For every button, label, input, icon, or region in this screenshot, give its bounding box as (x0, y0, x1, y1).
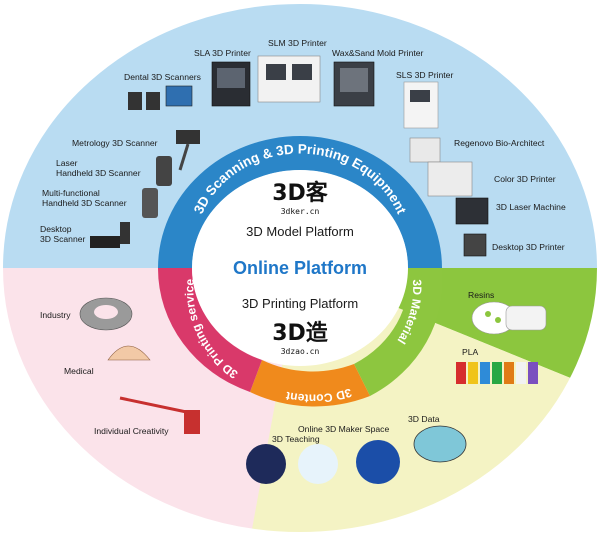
label-sla-printer: SLA 3D Printer (194, 48, 251, 58)
label-laser: Laser (56, 158, 78, 168)
sla-printer-illustration (211, 61, 251, 107)
desktop-printer-illustration (463, 233, 487, 257)
resins-illustration (471, 301, 547, 335)
bio-architect-illustration (409, 137, 441, 163)
wax-sand-printer-illustration (333, 61, 375, 107)
slm-printer-illustration (257, 55, 321, 103)
creativity-model-illustration (119, 396, 200, 434)
ring-orange (250, 360, 370, 407)
logo-3dzao-domain: 3dzao.cn (281, 347, 320, 356)
label-pla: PLA (462, 347, 479, 357)
pla-spools-illustration (456, 362, 538, 384)
label-handheld-scanner-1: Handheld 3D Scanner (56, 168, 141, 178)
label-laser-machine: 3D Laser Machine (496, 202, 566, 212)
label-maker-space: Online 3D Maker Space (298, 424, 389, 434)
ring-blue (158, 136, 442, 268)
metrology-scanner-illustration (176, 130, 200, 171)
printing-platform-label: 3D Printing Platform (242, 296, 358, 311)
medical-model-illustration (107, 345, 151, 361)
ring-pink (157, 268, 262, 392)
online-platform-title: Online Platform (233, 258, 367, 278)
label-metrology-scanner: Metrology 3D Scanner (72, 138, 158, 148)
label-dental-scanners: Dental 3D Scanners (124, 72, 201, 82)
sls-printer-illustration (403, 81, 439, 129)
label-desktop-scanner: 3D Scanner (40, 234, 86, 244)
label-wax-sand-printer: Wax&Sand Mold Printer (332, 48, 424, 58)
label-handheld-scanner-2: Handheld 3D Scanner (42, 198, 127, 208)
label-sls-printer: SLS 3D Printer (396, 70, 453, 80)
label-bio-architect: Regenovo Bio-Architect (454, 138, 545, 148)
maker-space-illustration (356, 440, 400, 484)
logo-3dker-domain: 3dker.cn (281, 207, 320, 216)
industry-part-illustration (79, 297, 133, 331)
3d-data-illustration (413, 425, 467, 463)
3d-teaching-illustration (246, 444, 286, 484)
model-platform-label: 3D Model Platform (246, 224, 354, 239)
color-printer-illustration (427, 161, 473, 197)
laser-handheld-scanner-illustration (156, 156, 172, 186)
dental-scanner-illustration (128, 85, 193, 110)
label-industry: Industry (40, 310, 71, 320)
ring-green (354, 268, 443, 396)
laser-machine-illustration (455, 197, 489, 225)
label-desktop: Desktop (40, 224, 72, 234)
label-individual-creativity: Individual Creativity (94, 426, 169, 436)
label-slm-printer: SLM 3D Printer (268, 38, 327, 48)
label-desktop-printer: Desktop 3D Printer (492, 242, 565, 252)
multifunction-scanner-illustration (142, 188, 158, 218)
center-disc (192, 170, 408, 366)
label-3d-data: 3D Data (408, 414, 440, 424)
desktop-scanner-illustration (90, 222, 130, 248)
idea-illustration (298, 444, 338, 484)
logo-3dzao-glyph: 3D造 (272, 321, 328, 346)
label-medical: Medical (64, 366, 94, 376)
logo-3dker-glyph: 3D客 (272, 180, 329, 206)
label-3d-teaching: 3D Teaching (272, 434, 320, 444)
label-color-printer: Color 3D Printer (494, 174, 556, 184)
label-multifunctional: Multi-functional (42, 188, 100, 198)
label-resins: Resins (468, 290, 494, 300)
